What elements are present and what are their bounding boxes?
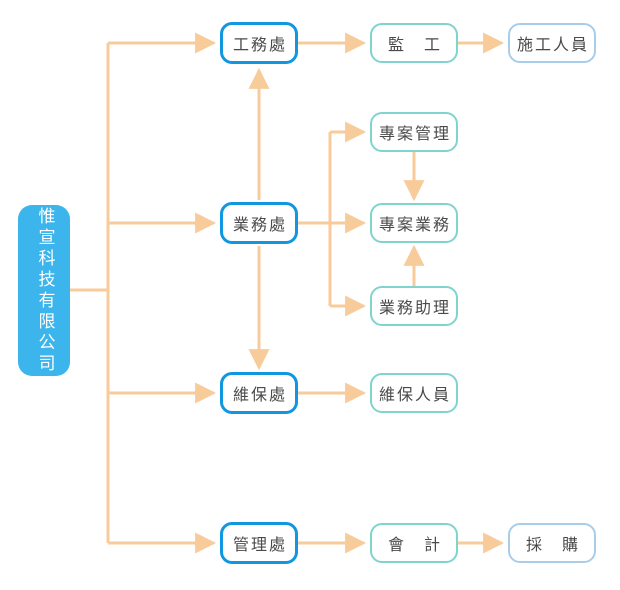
node-department-yewu[interactable]: 業務處 — [220, 202, 298, 244]
node-role-shigongrenyuan[interactable]: 施工人員 — [508, 23, 596, 63]
node-department-guanli[interactable]: 管理處 — [220, 522, 298, 564]
node-department-weibao[interactable]: 維保處 — [220, 372, 298, 414]
node-role-jiangong[interactable]: 監 工 — [370, 23, 458, 63]
node-role-kuaiji[interactable]: 會 計 — [370, 523, 458, 563]
node-role-caigou[interactable]: 採 購 — [508, 523, 596, 563]
node-role-weibaorenyuan[interactable]: 維保人員 — [370, 373, 458, 413]
node-role-zhuananguanli[interactable]: 專案管理 — [370, 112, 458, 152]
node-root-company[interactable]: 惟宣科技有限公司 — [18, 205, 70, 376]
node-department-gongwu[interactable]: 工務處 — [220, 22, 298, 64]
node-role-zhuananyewu[interactable]: 專案業務 — [370, 203, 458, 243]
node-role-yewuzhuli[interactable]: 業務助理 — [370, 286, 458, 326]
